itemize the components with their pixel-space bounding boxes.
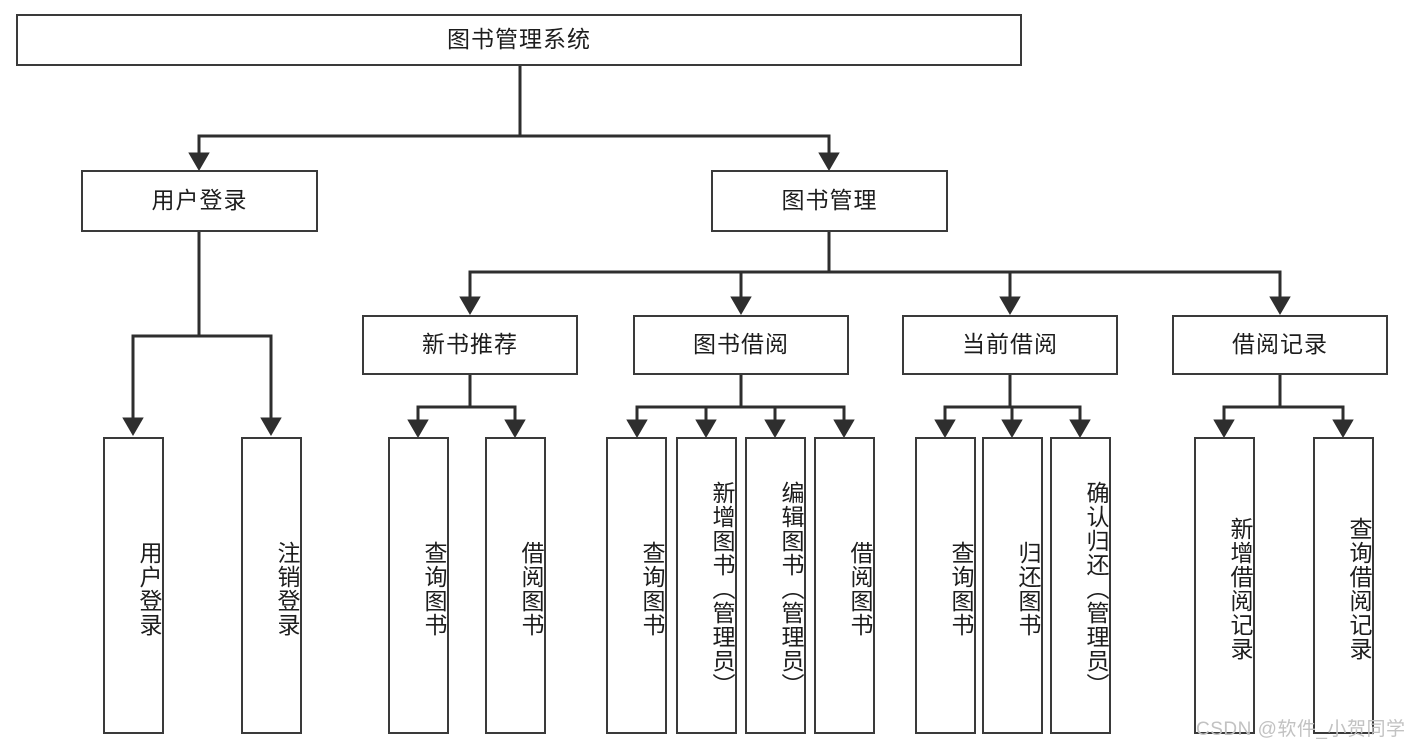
node-new-book-recommend[interactable]: 新书推荐 [362,315,578,375]
node-user-login-label: 用户登录 [151,187,248,214]
node-leaf-add-book[interactable]: 新增图书（管理员） [676,437,737,734]
node-leaf-return-book[interactable]: 归还图书 [982,437,1043,734]
node-leaf-return-book-label: 归还图书 [1015,540,1041,637]
node-leaf-query-record[interactable]: 查询借阅记录 [1313,437,1374,734]
node-user-login[interactable]: 用户登录 [81,170,318,232]
node-leaf-edit-book-label: 编辑图书（管理员） [778,480,804,697]
node-root-label: 图书管理系统 [447,26,591,53]
node-leaf-confirm-return-label: 确认归还（管理员） [1083,480,1109,697]
node-leaf-add-record-label: 新增借阅记录 [1227,516,1253,661]
node-current-borrow[interactable]: 当前借阅 [902,315,1118,375]
node-leaf-query-book-2-label: 查询图书 [639,540,665,637]
node-leaf-query-record-label: 查询借阅记录 [1346,516,1372,661]
node-leaf-edit-book[interactable]: 编辑图书（管理员） [745,437,806,734]
node-leaf-borrow-book-2-label: 借阅图书 [847,540,873,637]
watermark-text: CSDN @软件_小贺同学 [1196,719,1405,740]
node-leaf-query-book-2[interactable]: 查询图书 [606,437,667,734]
node-leaf-user-login-label: 用户登录 [136,540,162,637]
node-leaf-add-book-label: 新增图书（管理员） [709,480,735,697]
node-leaf-user-login[interactable]: 用户登录 [103,437,164,734]
node-current-borrow-label: 当前借阅 [962,331,1058,358]
node-leaf-query-book-3-label: 查询图书 [948,540,974,637]
node-book-borrow-label: 图书借阅 [693,331,789,358]
node-leaf-add-record[interactable]: 新增借阅记录 [1194,437,1255,734]
node-leaf-query-book-1[interactable]: 查询图书 [388,437,449,734]
node-leaf-borrow-book-2[interactable]: 借阅图书 [814,437,875,734]
node-leaf-user-logout-label: 注销登录 [274,540,300,637]
node-leaf-query-book-3[interactable]: 查询图书 [915,437,976,734]
node-borrow-record-label: 借阅记录 [1232,331,1328,358]
node-book-manage[interactable]: 图书管理 [711,170,948,232]
node-new-book-recommend-label: 新书推荐 [422,331,518,358]
node-borrow-record[interactable]: 借阅记录 [1172,315,1388,375]
node-leaf-confirm-return[interactable]: 确认归还（管理员） [1050,437,1111,734]
node-leaf-user-logout[interactable]: 注销登录 [241,437,302,734]
node-leaf-borrow-book-1-label: 借阅图书 [518,540,544,637]
node-book-borrow[interactable]: 图书借阅 [633,315,849,375]
node-book-manage-label: 图书管理 [781,187,878,214]
node-leaf-borrow-book-1[interactable]: 借阅图书 [485,437,546,734]
node-leaf-query-book-1-label: 查询图书 [421,540,447,637]
node-root[interactable]: 图书管理系统 [16,14,1022,66]
